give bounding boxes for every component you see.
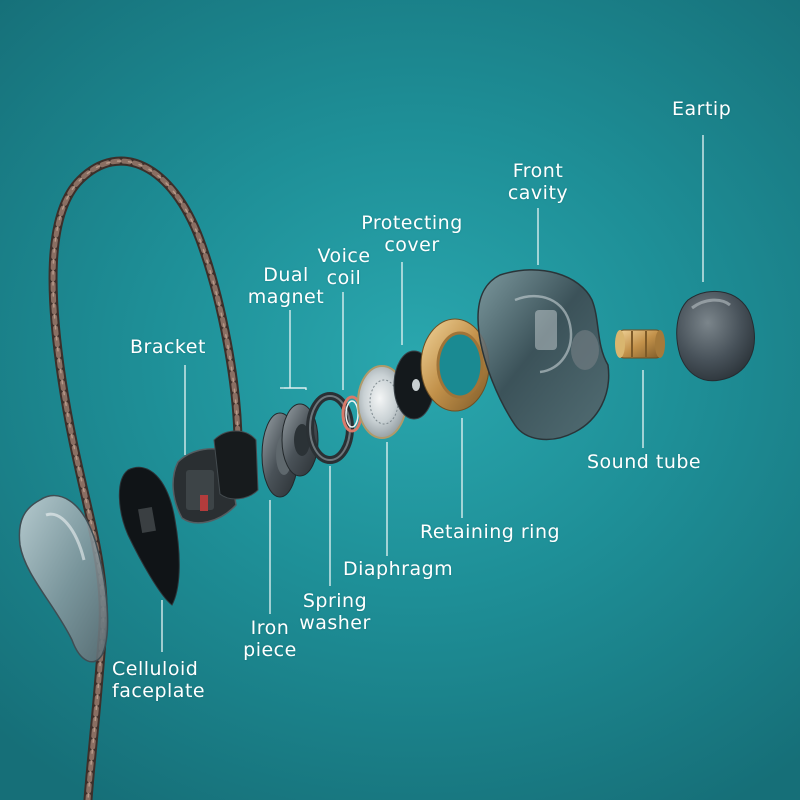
label-eartip: Eartip xyxy=(672,98,731,120)
eartip-part xyxy=(677,291,755,380)
label-dual-magnet-line1: Dual xyxy=(242,264,330,286)
label-spring-washer-line1: Spring xyxy=(294,590,376,612)
label-dual-magnet: Dual magnet xyxy=(242,264,330,308)
label-iron-piece-line2: piece xyxy=(240,639,300,661)
back-shell-part xyxy=(119,467,179,605)
label-front-cavity: Front cavity xyxy=(500,160,576,204)
front-cavity-part xyxy=(478,270,609,440)
sound-tube-part xyxy=(615,330,665,358)
label-sound-tube: Sound tube xyxy=(587,451,701,473)
label-celluloid-faceplate-line1: Celluloid xyxy=(112,658,205,680)
label-protecting-cover-line1: Protecting xyxy=(352,212,472,234)
label-diaphragm: Diaphragm xyxy=(343,558,453,580)
label-iron-piece: Iron piece xyxy=(240,617,300,661)
label-spring-washer-line2: washer xyxy=(294,612,376,634)
label-bracket: Bracket xyxy=(130,336,206,358)
bracket-part xyxy=(173,431,258,523)
label-retaining-ring: Retaining ring xyxy=(420,521,560,543)
label-celluloid-faceplate: Celluloid faceplate xyxy=(112,658,205,702)
label-dual-magnet-line2: magnet xyxy=(242,286,330,308)
label-spring-washer: Spring washer xyxy=(294,590,376,634)
label-front-cavity-line2: cavity xyxy=(500,182,576,204)
label-celluloid-faceplate-line2: faceplate xyxy=(112,680,205,702)
label-front-cavity-line1: Front xyxy=(500,160,576,182)
label-iron-piece-line1: Iron xyxy=(240,617,300,639)
leader-dual-magnet xyxy=(284,310,306,390)
